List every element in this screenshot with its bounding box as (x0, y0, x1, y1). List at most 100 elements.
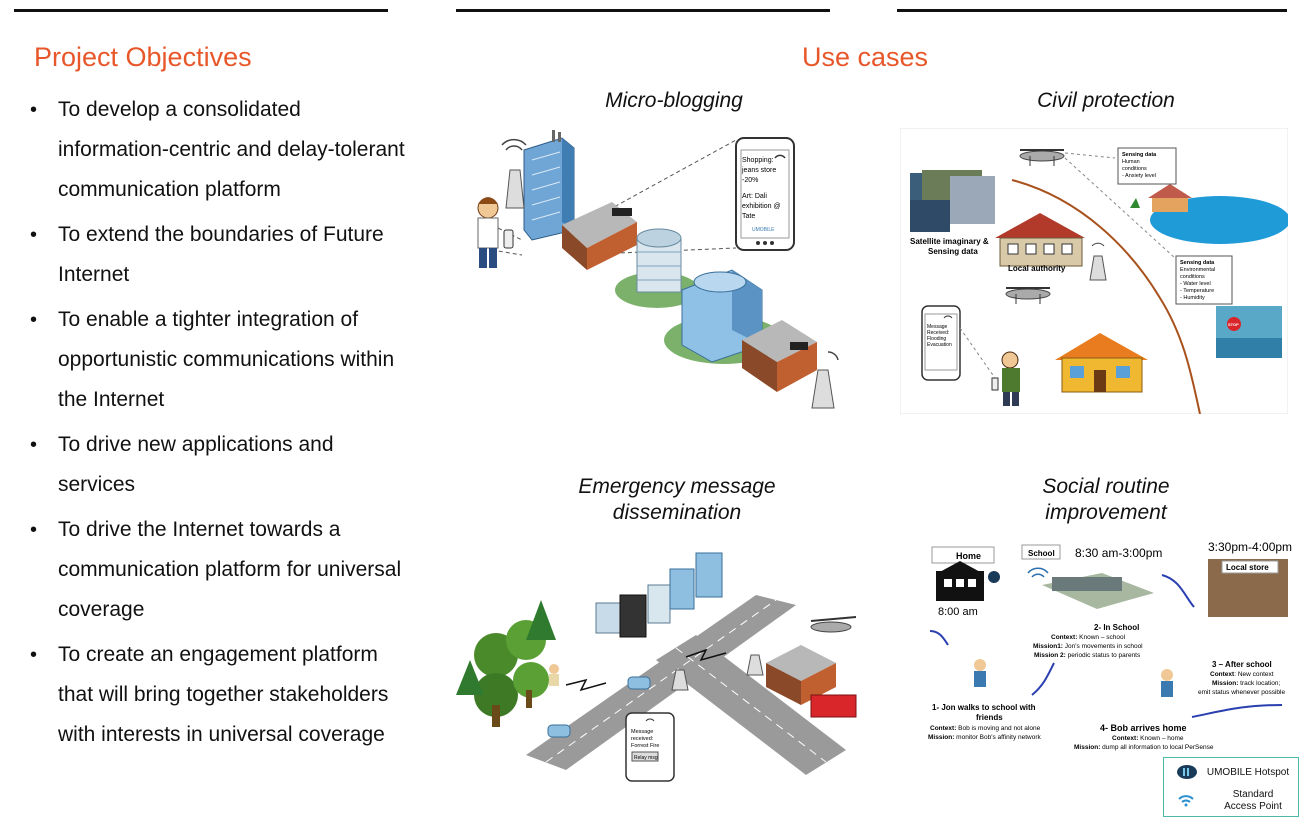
step4-context: Context: Known – home (1112, 735, 1184, 742)
step3-context-key: Context (1210, 671, 1235, 678)
access-point-icon (1089, 242, 1107, 281)
phone-icon: Shopping: jeans store -20% Art: Dali exh… (735, 137, 795, 251)
umobile-logo: UMOBILE (752, 227, 775, 233)
satellite-label: Satellite imaginary & (910, 237, 989, 246)
objectives-heading: Project Objectives (34, 42, 252, 72)
phone-message-line: Art: Dali (742, 193, 767, 200)
sensing-text: - Temperature (1180, 288, 1214, 294)
home-icon (936, 561, 984, 601)
legend-row-hotspot: UMOBILE Hotspot (1164, 762, 1298, 790)
step2-mission2-key: Mission 2: (1034, 652, 1066, 659)
phone-message-line: received: (631, 736, 654, 742)
legend-access-point-label: Standard Access Point (1212, 789, 1294, 813)
step1-mission-key: Mission: (928, 734, 954, 741)
phone-message-line: -20% (742, 177, 758, 184)
wifi-icon (1178, 795, 1194, 807)
phone-message-line: Flooding (927, 336, 946, 342)
school-building-icon (1042, 573, 1154, 609)
step1-title: 1- Jon walks to school with (932, 703, 1036, 712)
legend-hotspot-label: UMOBILE Hotspot (1206, 767, 1290, 778)
step3-mission-key: Mission: (1212, 680, 1238, 687)
person-icon (477, 197, 514, 268)
school-time: 8:30 am-3:00pm (1075, 546, 1162, 560)
school-label: School (1028, 549, 1055, 558)
emergency-title-line: dissemination (612, 501, 742, 524)
umobile-hotspot-icon (988, 571, 1000, 583)
satellite-label: Sensing data (928, 247, 978, 256)
store-label: Local store (1226, 563, 1269, 572)
sensing-text: - Anxiety level (1122, 173, 1156, 179)
top-divider-middle (456, 9, 830, 12)
objective-line: To drive the Internet towards a (58, 518, 341, 541)
step4-mission-key: Mission: (1074, 744, 1100, 751)
step4-mission: Mission: dump all information to local P… (1074, 744, 1214, 751)
fire-station-icon (766, 645, 857, 718)
school-label-box (1021, 544, 1061, 560)
emergency-scene: Message received: Forrest Fire Relay msg (456, 552, 857, 782)
social-routine-scene: Home 8:00 am School 8:30 am-3:00pm 3:30p… (928, 540, 1292, 751)
shop-building-icon (562, 202, 637, 270)
access-point-wifi-icon (1027, 567, 1049, 578)
drone-icon (1005, 287, 1051, 304)
route-arrow (1191, 704, 1283, 718)
stop-sign-text: STOP (1228, 322, 1239, 327)
sensing-text: Human (1122, 159, 1140, 165)
access-point-icon (746, 654, 764, 676)
step3-mission: Mission: track location; (1212, 680, 1280, 687)
bullet-icon: • (30, 519, 38, 541)
step2-mission1-value: Jon's movements in school (1063, 643, 1143, 650)
social-title-line: improvement (1045, 501, 1167, 524)
step1-mission-value: monitor Bob's affinity network (954, 734, 1041, 741)
objective-line: To extend the boundaries of Future (58, 223, 384, 246)
microblogging-title: Micro-blogging (605, 89, 743, 112)
city-buildings-icon (595, 552, 723, 638)
step1-title: friends (976, 713, 1003, 722)
signal-icon (685, 648, 727, 662)
road (526, 595, 796, 770)
store-time: 3:30pm-4:00pm (1208, 540, 1292, 554)
bullet-icon: • (30, 434, 38, 456)
step1-context: Context: Bob is moving and not alone (930, 725, 1041, 732)
route-arrow (1161, 574, 1195, 608)
flooded-road-photo: STOP (1216, 306, 1282, 358)
bullet-icon: • (30, 99, 38, 121)
top-divider-left (14, 9, 388, 12)
phone-message-line: Tate (742, 213, 755, 220)
signal-icon (565, 678, 607, 692)
bullet-icon: • (30, 224, 38, 246)
objective-line: information-centric and delay-tolerant (58, 138, 405, 161)
objective-line: Internet (58, 263, 130, 286)
phone-icon: Message Received: Flooding Evacuation (921, 305, 961, 381)
route-arrow (1031, 662, 1055, 696)
objective-line: To develop a consolidated (58, 98, 301, 121)
umobile-hotspot-icon (811, 351, 839, 409)
top-divider-right (897, 9, 1287, 12)
bullet-icon: • (30, 644, 38, 666)
shop-building-icon (742, 320, 817, 392)
local-authority-label: Local authority (1008, 264, 1066, 273)
bullet-icon: • (30, 309, 38, 331)
drone-icon (1019, 149, 1065, 166)
tree-icon (456, 600, 556, 727)
flood-area-icon (1130, 174, 1288, 244)
objective-item: • To develop a consolidated information-ce… (30, 90, 430, 210)
step2-context: Context: Known – school (1051, 634, 1126, 641)
car-icon (627, 676, 651, 690)
sensing-text: conditions (1180, 274, 1205, 280)
office-tower-icon (523, 130, 575, 241)
legend-box: UMOBILE Hotspot Standard Access Point (1163, 757, 1299, 817)
sensing-text: - Water level (1180, 281, 1211, 287)
step3-mission-value: track location; (1238, 680, 1280, 687)
satellite-image-icon (910, 170, 995, 232)
home-label: Home (956, 551, 981, 561)
objective-line: To enable a tighter integration of (58, 308, 359, 331)
phone-icon: Message received: Forrest Fire Relay msg (625, 712, 675, 782)
step3-context: Context: New context (1210, 671, 1274, 678)
step3-mission-cont: emit status whenever possible (1198, 689, 1285, 696)
step2-mission2: Mission 2: periodic status to parents (1034, 652, 1141, 659)
car-icon (547, 724, 571, 738)
